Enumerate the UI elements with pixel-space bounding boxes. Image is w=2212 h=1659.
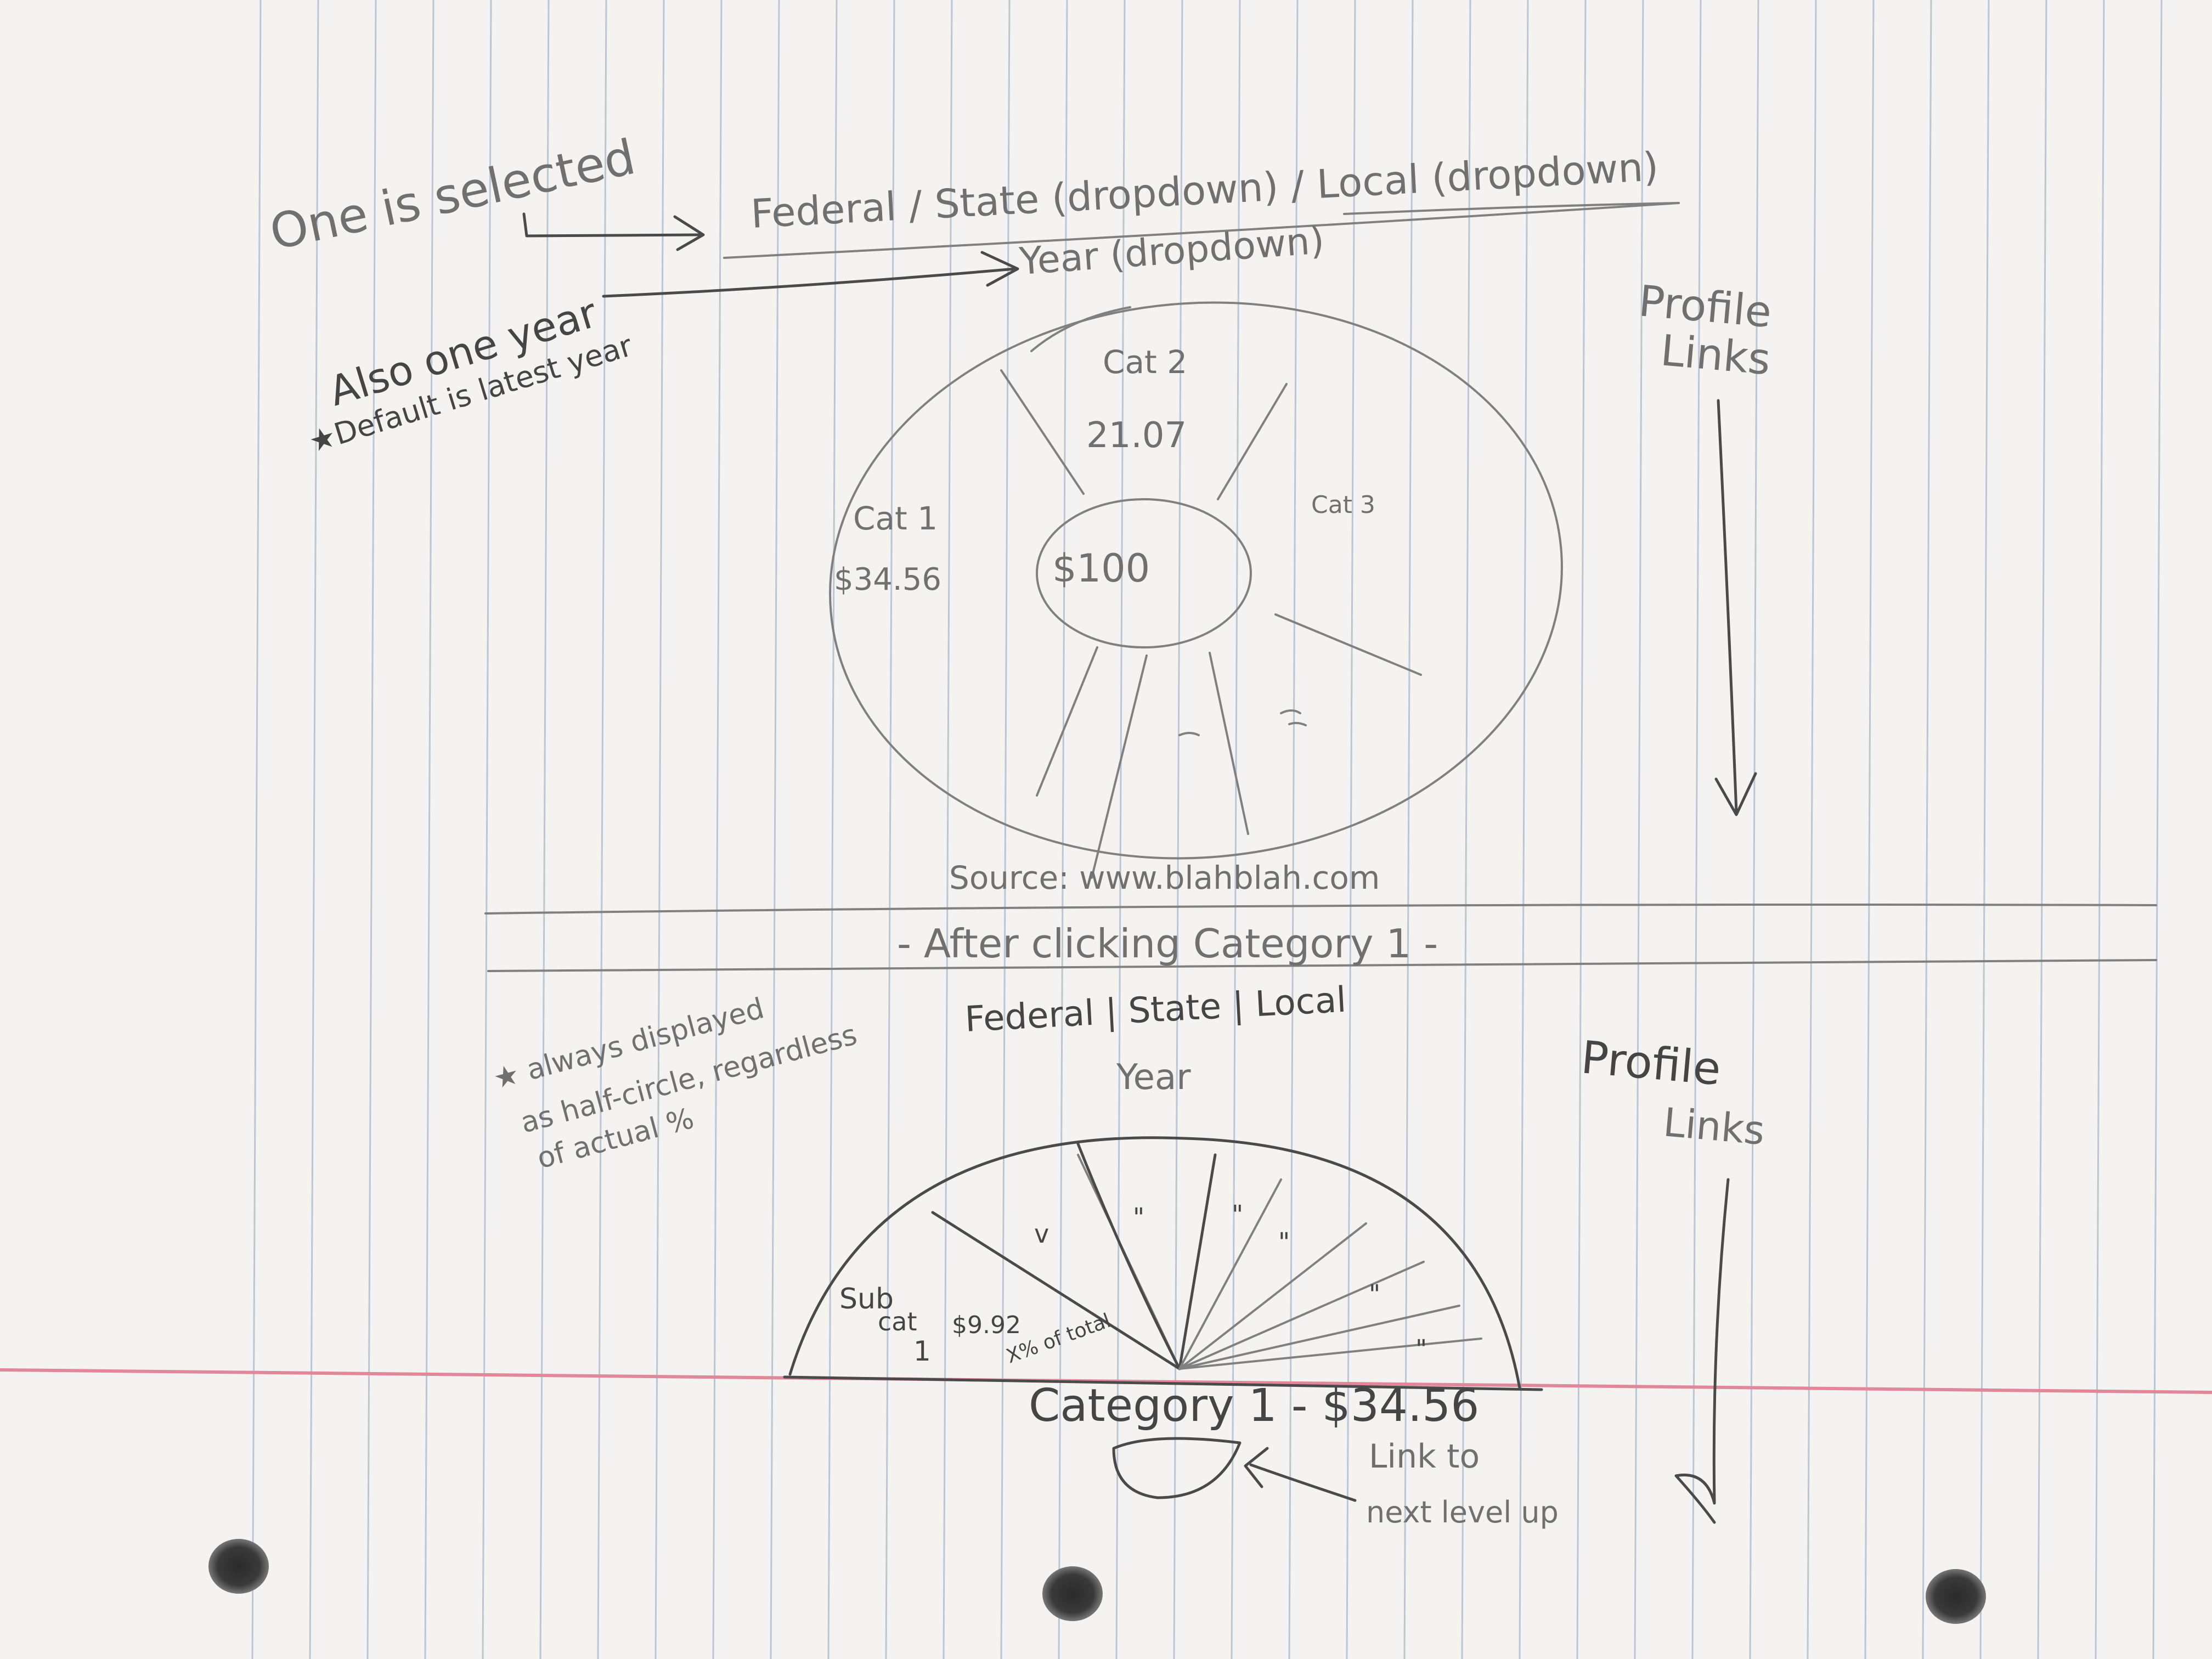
subcat-label-sub: Sub [839, 1283, 894, 1316]
donut-inner[interactable] [1036, 498, 1252, 648]
svg-text:": " [1369, 1279, 1380, 1309]
profile-links-bottom-bracket [1674, 1178, 1730, 1524]
slice-dividers [1000, 306, 1422, 879]
donut-center-total: $100 [1052, 546, 1150, 591]
year-dropdown-text: Year (dropdown) [1018, 219, 1326, 284]
arrow-to-gov-levels [522, 212, 705, 251]
gov-levels-bracket [1343, 202, 1680, 215]
subcat-value: $9.92 [952, 1311, 1021, 1339]
back-button-shape [1112, 1437, 1242, 1499]
half-circle-arc [788, 1136, 1521, 1390]
profile-links-top-line2: Links [1658, 326, 1772, 385]
half-circle-note: ★ always displayed as half-circle, regar… [490, 992, 861, 1175]
svg-text:": " [1232, 1200, 1243, 1229]
svg-text:": " [1278, 1227, 1290, 1257]
ditto-marks: v " " " " " [1034, 1200, 1427, 1364]
donut-outer [829, 301, 1563, 860]
top-section: One is selected Federal / State (dropdow… [265, 128, 1774, 896]
half-circle-base [783, 1375, 1543, 1391]
cat2-value: 21.07 [1086, 415, 1187, 456]
profile-links-bottom[interactable]: Profile Links [1579, 1031, 1767, 1154]
donut-chart[interactable]: $100 Cat 2 21.07 Cat 1 $34.56 Cat 3 [807, 273, 1585, 889]
year-bottom-text: Year [1116, 1057, 1191, 1098]
svg-text:v: v [1034, 1219, 1049, 1249]
gov-levels-text: Federal / State (dropdown) / Local (drop… [749, 143, 1660, 237]
link-note-line2: next level up [1366, 1495, 1559, 1530]
half-circle-chart[interactable]: Sub cat 1 $9.92 X% of total v " " " " " [783, 1136, 1543, 1391]
back-to-parent-button[interactable] [1112, 1437, 1242, 1499]
cat1-value: $34.56 [834, 562, 941, 597]
section-divider: - After clicking Category 1 - [484, 904, 2157, 972]
gov-levels-underline [723, 202, 1680, 259]
ruled-lines [251, 0, 2163, 1659]
source-text: Source: www.blahblah.com [949, 859, 1380, 896]
svg-text:": " [1133, 1203, 1144, 1232]
sub-slice-dividers [931, 1142, 1482, 1370]
slice-placeholders [1178, 709, 1307, 736]
slice-cat2[interactable]: Cat 2 21.07 [1086, 343, 1187, 456]
arrow-to-back-button [1244, 1447, 1357, 1502]
cat1-label: Cat 1 [853, 500, 938, 537]
cat2-label: Cat 2 [1103, 343, 1187, 381]
profile-links-arrow [1714, 399, 1757, 816]
binder-holes [208, 1539, 1986, 1624]
year-dropdown-bottom[interactable]: Year [1116, 1057, 1191, 1098]
cat3-label: Cat 3 [1311, 491, 1375, 519]
svg-text:": " [1415, 1334, 1427, 1364]
category-title: Category 1 - $34.56 [1029, 1380, 1479, 1432]
slice-cat3[interactable]: Cat 3 [1311, 491, 1375, 519]
link-note-line1: Link to [1369, 1437, 1480, 1476]
gov-level-toggle-bottom[interactable]: Federal | State | Local [964, 980, 1347, 1040]
profile-links-bottom-line2: Links [1662, 1099, 1767, 1154]
gov-levels-bottom-text: Federal | State | Local [964, 980, 1347, 1040]
slice-cat1[interactable]: Cat 1 $34.56 [834, 500, 941, 597]
divider-text: - After clicking Category 1 - [897, 921, 1438, 967]
bottom-section: ★ always displayed as half-circle, regar… [490, 980, 1767, 1530]
year-dropdown[interactable]: Year (dropdown) [1018, 219, 1326, 284]
profile-links-bottom-line1: Profile [1579, 1031, 1723, 1096]
sub-category-1-slice[interactable]: Sub cat 1 $9.92 X% of total [839, 1283, 1114, 1368]
subcat-label-cat: cat [878, 1307, 917, 1336]
note-one-selected: One is selected [265, 128, 640, 261]
subcat-label-num: 1 [913, 1335, 931, 1367]
arrow-to-year [602, 251, 1019, 298]
profile-links-top[interactable]: Profile Links [1637, 276, 1773, 385]
profile-links-top-line1: Profile [1637, 276, 1773, 337]
